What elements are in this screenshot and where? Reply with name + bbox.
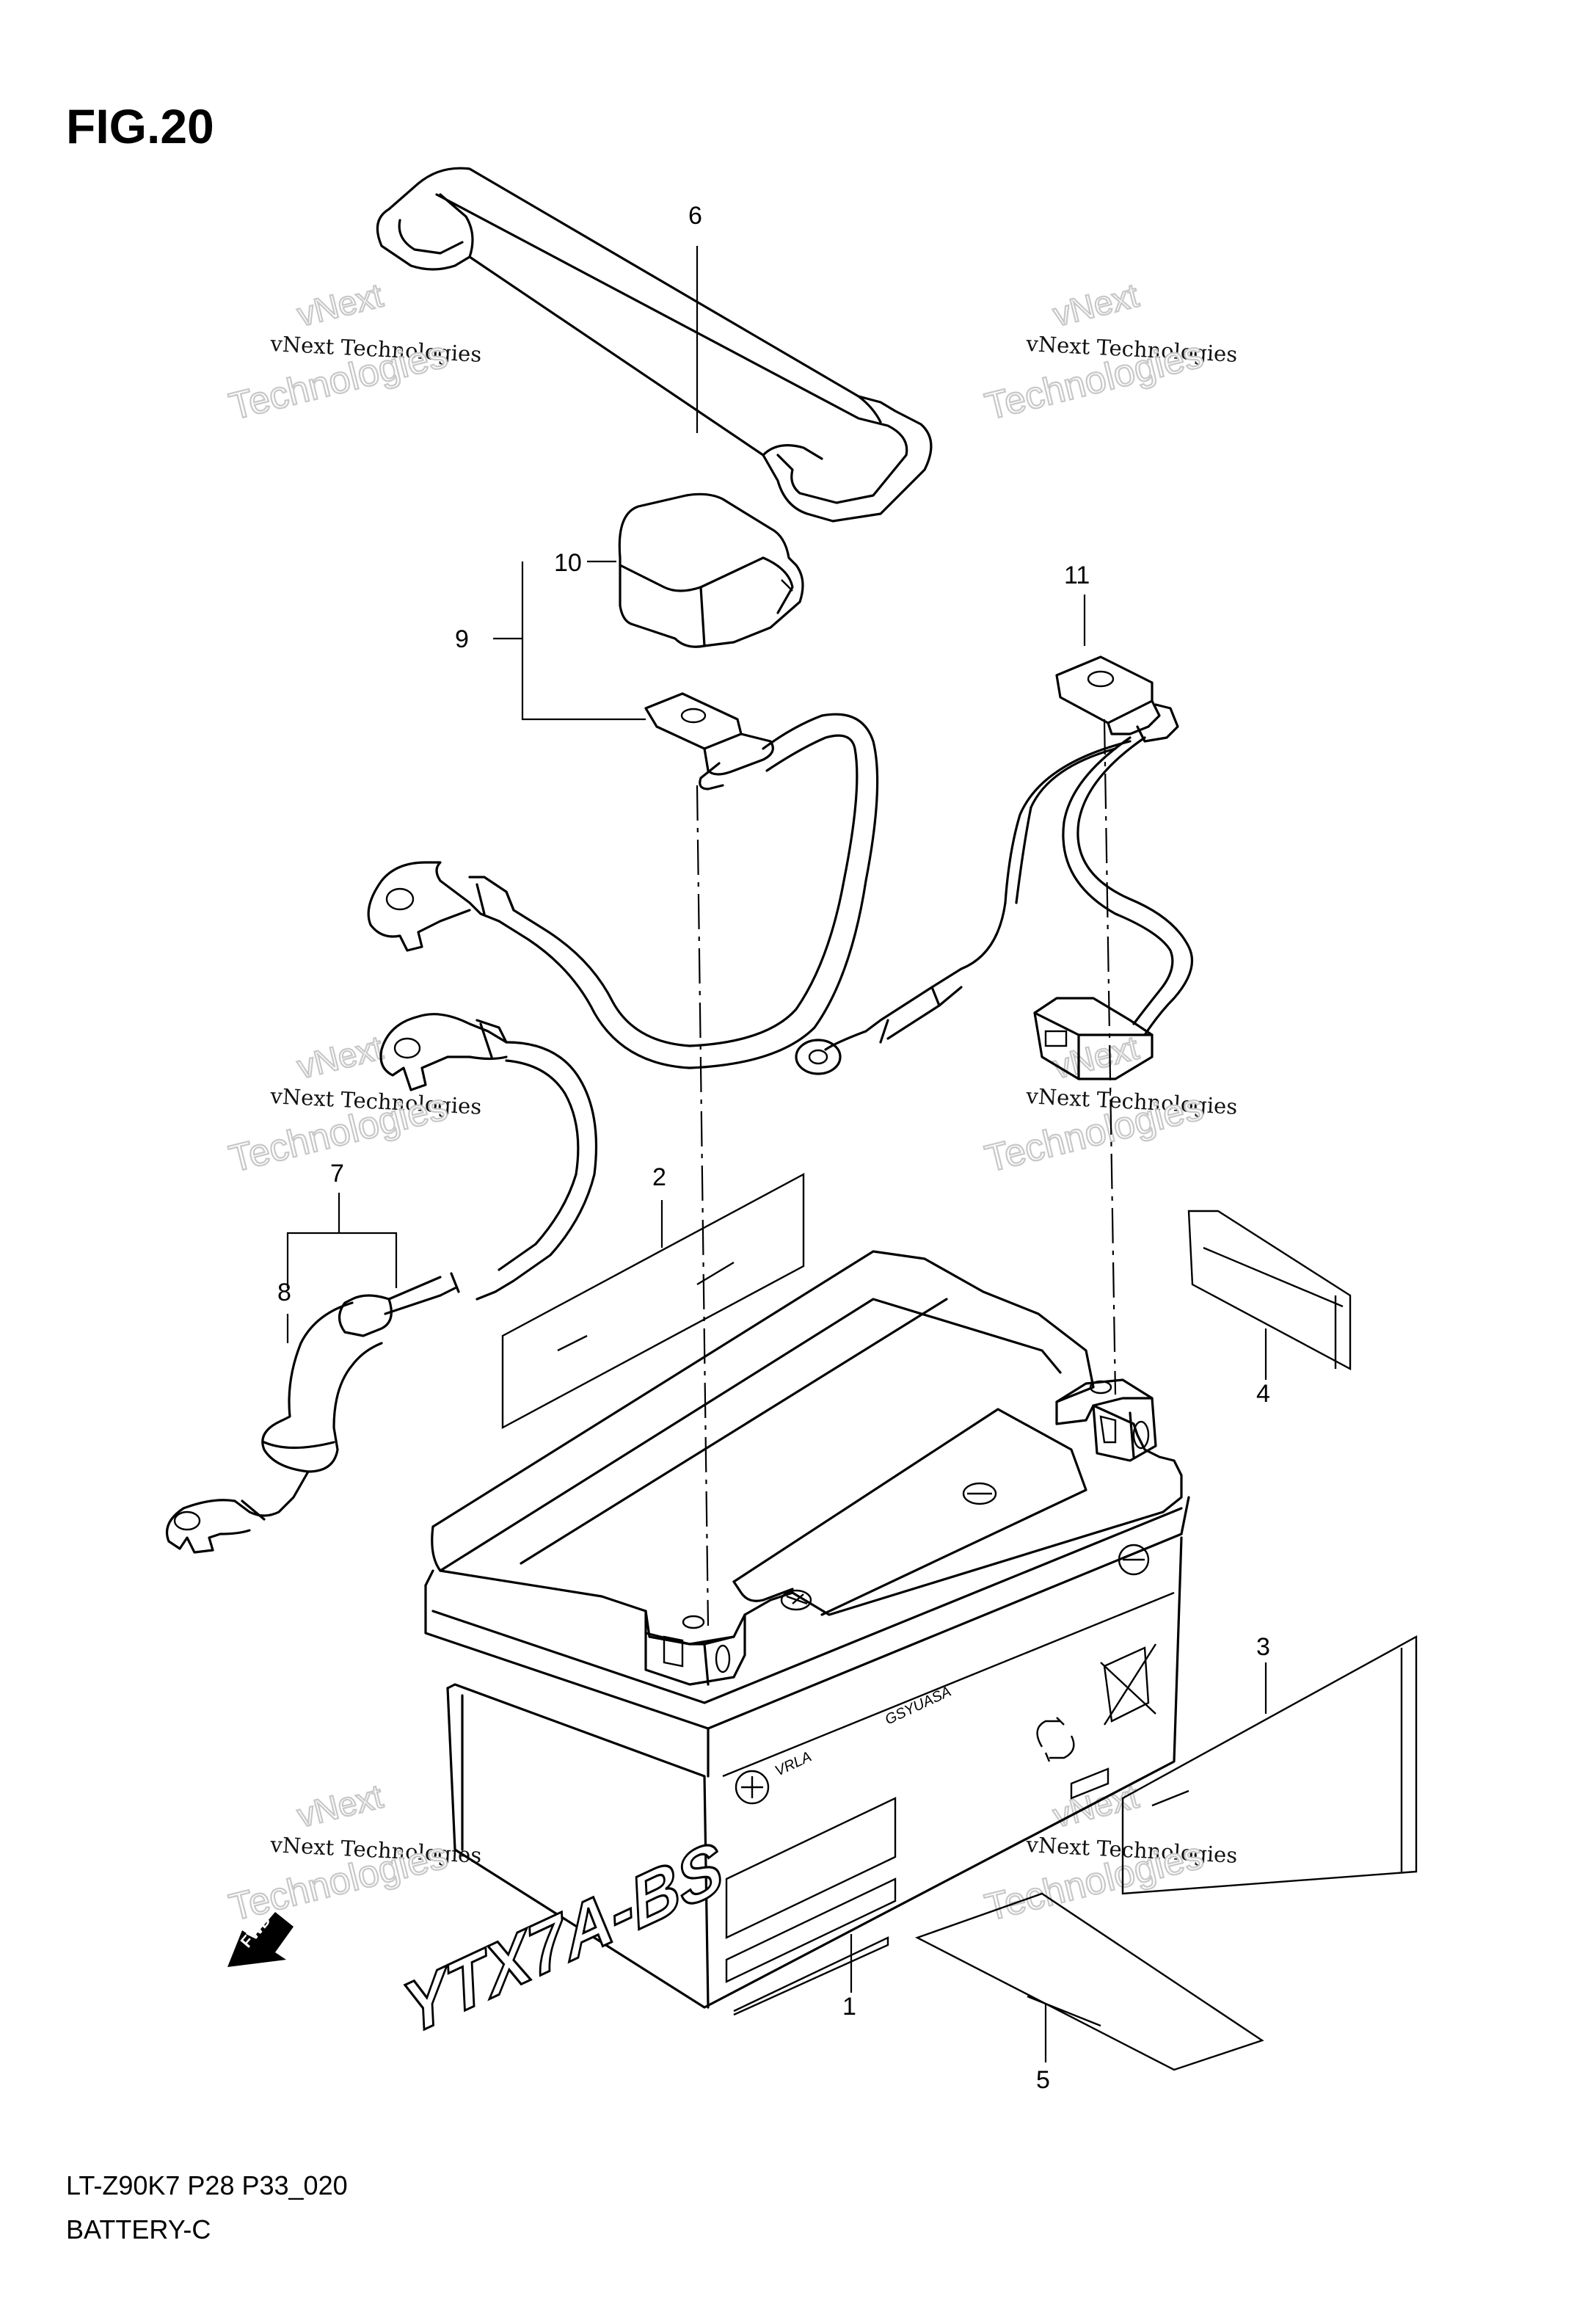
watermark-top-right: vNext vNext Technologies Technologies <box>980 275 1238 429</box>
callout-10: 10 <box>554 549 582 577</box>
watermark-bottom-right: vNext vNext Technologies Technologies <box>980 1776 1238 1930</box>
svg-text:vNext: vNext <box>294 276 387 334</box>
watermark-mid-left: vNext vNext Technologies Technologies <box>225 1028 482 1182</box>
part-3-label[interactable] <box>1121 1635 1418 1895</box>
svg-text:vNext: vNext <box>1049 276 1143 334</box>
part-11-sub-cable[interactable] <box>795 655 1194 1080</box>
part-5-label[interactable] <box>914 1892 1264 2071</box>
recycle-icon <box>1036 1717 1075 1762</box>
part-9-positive-cable[interactable] <box>367 692 879 1069</box>
assembly-line-positive <box>696 785 710 1626</box>
crossed-bin-icon <box>1100 1643 1157 1726</box>
callout-2: 2 <box>652 1163 666 1191</box>
callout-4: 4 <box>1256 1380 1270 1408</box>
svg-text:vNext: vNext <box>294 1028 387 1086</box>
part-10-terminal-cover[interactable] <box>618 492 804 648</box>
callout-7: 7 <box>330 1160 344 1188</box>
part-1-battery[interactable]: YTX7A-BS VRLA GSYUASA <box>395 1250 1190 2052</box>
callout-6: 6 <box>688 202 702 230</box>
section-name: BATTERY-C <box>66 2214 211 2244</box>
watermark-bottom-left: vNext vNext Technologies Technologies <box>225 1776 482 1930</box>
svg-text:vNext: vNext <box>1049 1028 1143 1086</box>
callout-8: 8 <box>277 1279 291 1306</box>
assembly-line-negative <box>1103 719 1117 1395</box>
battery-brand-text: GSYUASA <box>883 1684 954 1728</box>
callout-1: 1 <box>842 1993 856 2021</box>
callout-3: 3 <box>1256 1633 1270 1661</box>
part-7-negative-cable[interactable] <box>165 1013 598 1554</box>
leader-7-bracket <box>286 1193 398 1288</box>
part-4-label[interactable] <box>1187 1210 1352 1371</box>
part-6-battery-strap[interactable] <box>376 167 933 523</box>
leader-9-bracket <box>521 561 646 721</box>
watermark-top-left: vNext vNext Technologies Technologies <box>225 275 482 429</box>
figure-title: FIG.20 <box>66 99 214 153</box>
model-code: LT-Z90K7 P28 P33_020 <box>66 2170 348 2200</box>
callout-11: 11 <box>1064 561 1090 589</box>
callout-9: 9 <box>455 625 469 653</box>
svg-text:vNext: vNext <box>294 1777 387 1835</box>
callout-5: 5 <box>1036 2066 1050 2094</box>
